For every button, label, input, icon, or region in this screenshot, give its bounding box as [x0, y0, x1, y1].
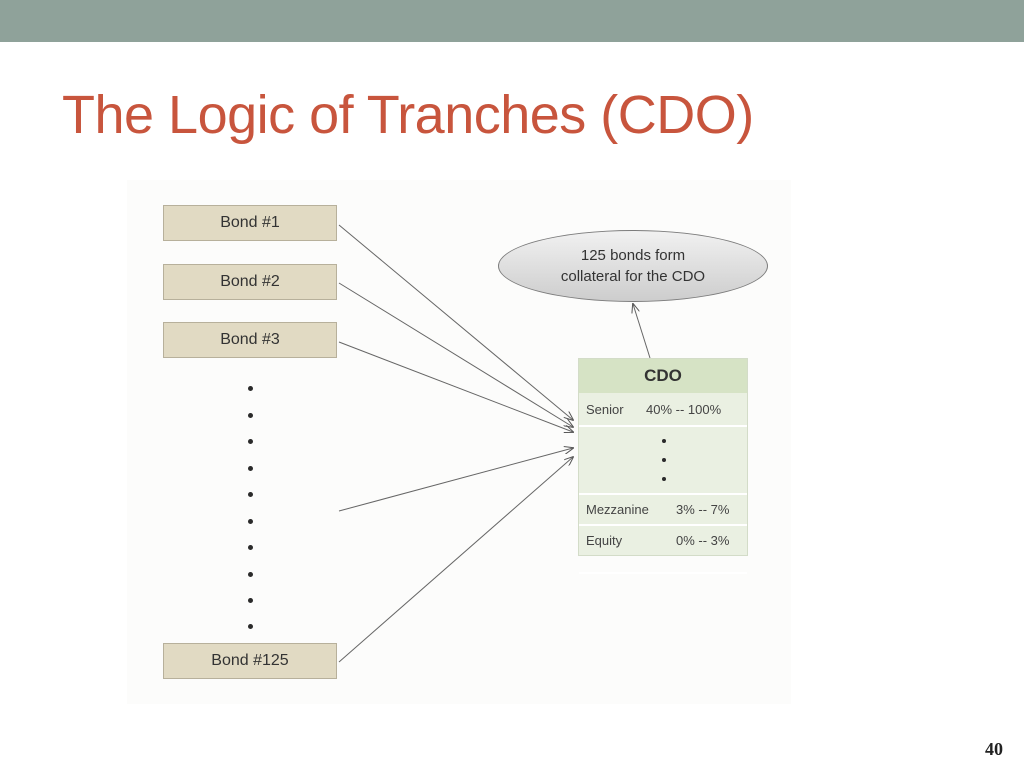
- arrow-cdo-to-callout: [633, 304, 651, 359]
- row-divider: [579, 493, 747, 495]
- row-divider: [579, 425, 747, 427]
- arrow-bond-1: [338, 224, 573, 420]
- ellipsis-dot: [248, 413, 253, 418]
- ellipsis-dot: [248, 466, 253, 471]
- arrow-bond-125: [338, 457, 573, 663]
- tranche-ellipsis-dot: [662, 477, 666, 481]
- page-number: 40: [985, 739, 1003, 759]
- arrow-bond-3: [338, 341, 573, 432]
- tranche-name: Senior: [586, 402, 624, 417]
- tranche-name: Mezzanine: [586, 502, 649, 517]
- tranche-row-senior: Senior 40% -- 100%: [579, 395, 747, 425]
- tranche-range: 40% -- 100%: [646, 402, 722, 417]
- tranche-name: Equity: [586, 533, 623, 548]
- collateral-callout: 125 bonds form collateral for the CDO: [498, 230, 768, 302]
- ellipsis-dot: [248, 624, 253, 629]
- tranche-ellipsis-dot: [662, 439, 666, 443]
- cdo-diagram: Bond #1 Bond #2 Bond #3 Bond #125 125 bo…: [127, 180, 791, 704]
- top-bar: [0, 0, 1024, 42]
- ellipsis-dot: [248, 545, 253, 550]
- ellipsis-dot: [248, 439, 253, 444]
- arrow-bond-middle: [338, 448, 573, 512]
- ellipsis-dot: [248, 519, 253, 524]
- ellipsis-dot: [248, 572, 253, 577]
- cdo-table: CDO Senior 40% -- 100% Mezzanine 3% -- 7…: [578, 358, 748, 574]
- tranche-range: 0% -- 3%: [676, 533, 730, 548]
- callout-line-1: 125 bonds form: [580, 247, 686, 264]
- tranche-row-equity: Equity 0% -- 3%: [579, 526, 747, 556]
- tranche-row-mezzanine: Mezzanine 3% -- 7%: [579, 495, 747, 525]
- bond-box-3: Bond #3: [163, 322, 337, 358]
- bond-box-125: Bond #125: [163, 643, 337, 679]
- ellipsis-dot: [248, 386, 253, 391]
- callout-line-2: collateral for the CDO: [560, 268, 706, 285]
- ellipsis-dot: [248, 598, 253, 603]
- cdo-table-header: CDO: [579, 359, 747, 393]
- ellipsis-dot: [248, 492, 253, 497]
- bond-box-1: Bond #1: [163, 205, 337, 241]
- slide-title: The Logic of Tranches (CDO): [62, 85, 754, 145]
- row-divider: [579, 524, 747, 526]
- tranche-ellipsis-dot: [662, 458, 666, 462]
- tranche-range: 3% -- 7%: [676, 502, 730, 517]
- arrows-layer: [338, 224, 651, 663]
- bond-box-2: Bond #2: [163, 264, 337, 300]
- arrow-bond-2: [338, 282, 573, 427]
